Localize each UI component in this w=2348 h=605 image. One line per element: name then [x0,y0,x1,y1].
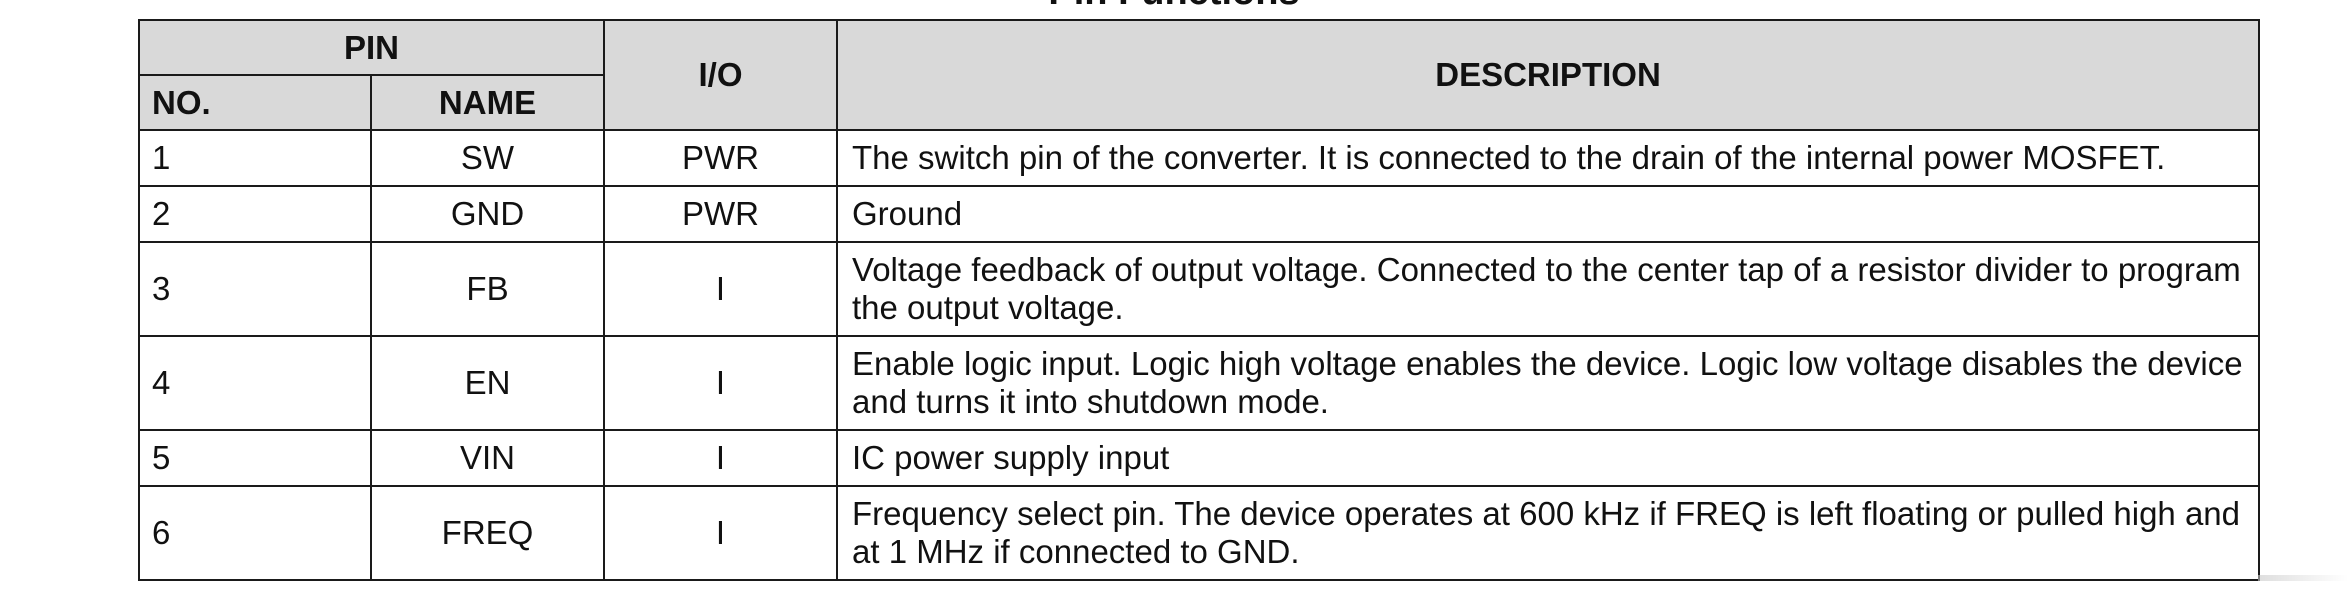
pin-functions-table: PIN I/O DESCRIPTION NO. NAME 1 SW PWR Th… [137,19,2261,581]
table-header: PIN I/O DESCRIPTION NO. NAME [137,19,2261,131]
pin-number: 6 [138,485,372,581]
header-io: I/O [603,19,839,131]
pin-name: VIN [369,429,606,487]
pin-description: The switch pin of the converter. It is c… [836,129,2261,187]
pin-name: SW [369,129,606,187]
pin-name: FB [369,241,606,337]
pin-name: EN [369,335,606,431]
table-row: 2 GND PWR Ground [138,185,2261,243]
pin-io: PWR [603,185,839,243]
pin-io: I [603,429,839,487]
pin-description: Frequency select pin. The device operate… [836,485,2261,581]
pin-description: Voltage feedback of output voltage. Conn… [836,241,2261,337]
pin-name: GND [369,185,606,243]
pin-number: 3 [138,241,372,337]
pin-description: Ground [836,185,2261,243]
header-pin-group: PIN [137,19,606,76]
pin-io: PWR [603,129,839,187]
pin-number: 2 [138,185,372,243]
header-no: NO. [138,74,372,131]
table-row: 1 SW PWR The switch pin of the converter… [138,129,2261,187]
header-name: NAME [369,74,606,131]
table-row: 6 FREQ I Frequency select pin. The devic… [138,485,2261,581]
pin-io: I [603,335,839,431]
page-edge-shadow [2258,575,2348,581]
pin-io: I [603,241,839,337]
pin-description: IC power supply input [836,429,2261,487]
table-row: 3 FB I Voltage feedback of output voltag… [138,241,2261,337]
pin-name: FREQ [369,485,606,581]
pin-number: 4 [138,335,372,431]
page-title: Pin Functions [0,0,2348,12]
pin-io: I [603,485,839,581]
header-description: DESCRIPTION [836,19,2261,131]
pin-number: 5 [138,429,372,487]
pin-number: 1 [138,129,372,187]
pin-description: Enable logic input. Logic high voltage e… [836,335,2261,431]
table-body: 1 SW PWR The switch pin of the converter… [138,129,2261,581]
table-row: 5 VIN I IC power supply input [138,429,2261,487]
table-row: 4 EN I Enable logic input. Logic high vo… [138,335,2261,431]
